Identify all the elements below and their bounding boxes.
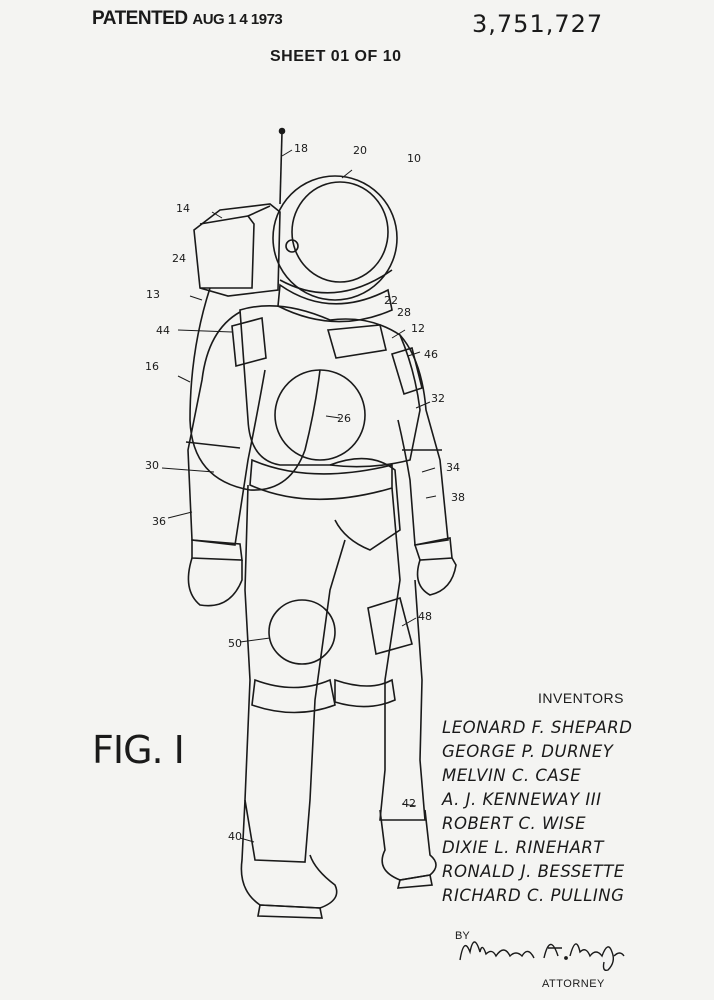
ref-32: 32 [431,392,445,405]
ref-46: 46 [424,348,438,361]
ref-18: 18 [294,142,308,155]
inventors-heading: INVENTORS [538,690,624,706]
ref-30: 30 [145,459,159,472]
ref-28: 28 [397,306,411,319]
inventor-name: GEORGE P. DURNEY [442,742,614,761]
inventor-name: A. J. KENNEWAY III [442,790,602,809]
sheet-number: SHEET 01 OF 10 [270,48,402,65]
attorney-signature [459,941,625,972]
ref-50: 50 [228,637,242,650]
inventor-name: RICHARD C. PULLING [442,886,625,905]
inventor-name: DIXIE L. RINEHART [442,838,604,857]
ref-22: 22 [384,294,398,307]
ref-16: 16 [145,360,159,373]
ref-20: 20 [353,144,367,157]
inventors-list: LEONARD F. SHEPARD GEORGE P. DURNEY MELV… [442,716,632,908]
patented-date: AUG 1 4 1973 [192,11,283,28]
inventor-name: RONALD J. BESSETTE [442,862,625,881]
ref-24: 24 [172,252,186,265]
by-label: BY [455,930,470,942]
figure-label: FIG. I [92,728,185,772]
ref-42: 42 [402,797,416,810]
inventor-name: LEONARD F. SHEPARD [442,718,633,737]
patented-stamp: PATENTED AUG 1 4 1973 [92,8,283,30]
ref-14: 14 [176,202,190,215]
patent-number: 3,751,727 [472,10,604,38]
inventor-name: MELVIN C. CASE [442,766,582,785]
attorney-label: ATTORNEY [542,978,605,990]
patented-label: PATENTED [92,8,188,29]
space-suit-drawing [161,127,457,919]
ref-44: 44 [156,324,170,337]
ref-34: 34 [446,461,460,474]
ref-38: 38 [451,491,465,504]
ref-13: 13 [146,288,160,301]
ref-12: 12 [411,322,425,335]
ref-36: 36 [152,515,166,528]
ref-40: 40 [228,830,242,843]
ref-26: 26 [337,412,351,425]
ref-48: 48 [418,610,432,623]
ref-10: 10 [407,152,421,165]
inventor-name: ROBERT C. WISE [442,814,587,833]
